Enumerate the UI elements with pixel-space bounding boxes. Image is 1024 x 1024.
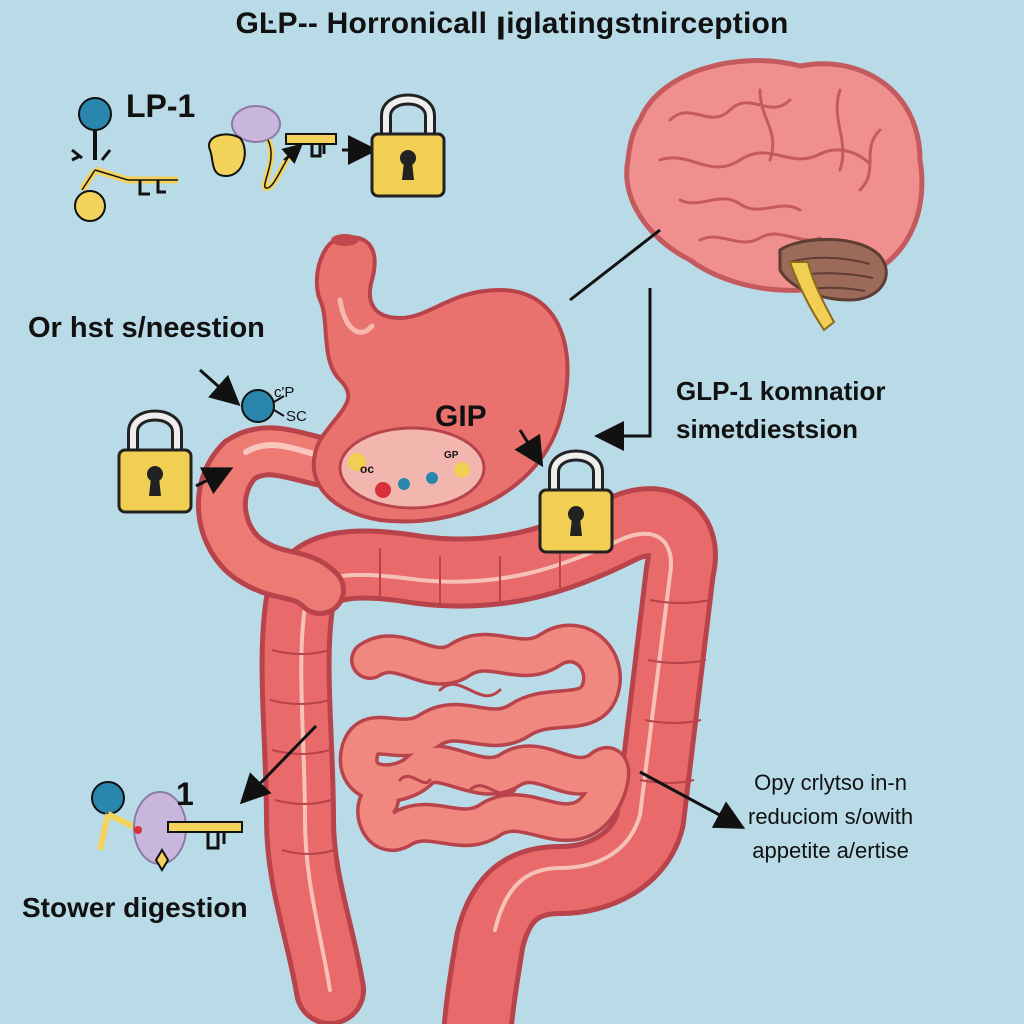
stomach-mini-label: GP <box>444 450 459 461</box>
gastric-label: Or hst s/neestion <box>28 312 265 344</box>
slower-digestion-label: Stower digestion <box>22 892 248 923</box>
appetite-label-line: reduciom s/owith <box>748 804 914 829</box>
stomach <box>311 234 570 524</box>
stomach-mini-label: oc <box>360 462 375 476</box>
glp1-label-line: simetdiestsion <box>676 414 859 444</box>
lp1-label: LP-1 <box>126 88 196 124</box>
arrow-icon <box>569 228 661 302</box>
appetite-label-line: appetite a/ertise <box>752 838 909 863</box>
receptor-molecule-icon <box>71 97 178 222</box>
small-intestine <box>338 623 631 852</box>
arrow-icon <box>195 467 234 495</box>
cp-label: c'P <box>274 384 295 401</box>
number-label: 1 <box>176 776 194 812</box>
glp1-label-line: GLP-1 komnatior <box>676 376 886 406</box>
receptor-molecule-icon <box>199 368 285 423</box>
appetite-label: Opy crlytso in-n reduciom s/owith appeti… <box>748 766 913 868</box>
glp1-label: GLP-1 komnatior simetdiestsion <box>676 372 885 448</box>
arrow-icon <box>594 288 652 451</box>
key-icon <box>208 105 337 191</box>
padlock-icon <box>119 416 191 513</box>
sc-label: SC <box>286 408 307 425</box>
brain-illustration <box>624 58 925 332</box>
appetite-label-line: Opy crlytso in-n <box>754 770 907 795</box>
padlock-icon <box>372 100 444 197</box>
arrow-icon <box>639 770 746 829</box>
padlock-icon <box>540 456 612 553</box>
key-icon <box>91 724 318 872</box>
arrow-icon <box>514 429 544 468</box>
large-intestine <box>259 486 718 1024</box>
diagram-title: GĿP-- Horronicall ꞁiglatingstnirception <box>235 7 789 40</box>
gip-label: GIP <box>435 400 487 433</box>
